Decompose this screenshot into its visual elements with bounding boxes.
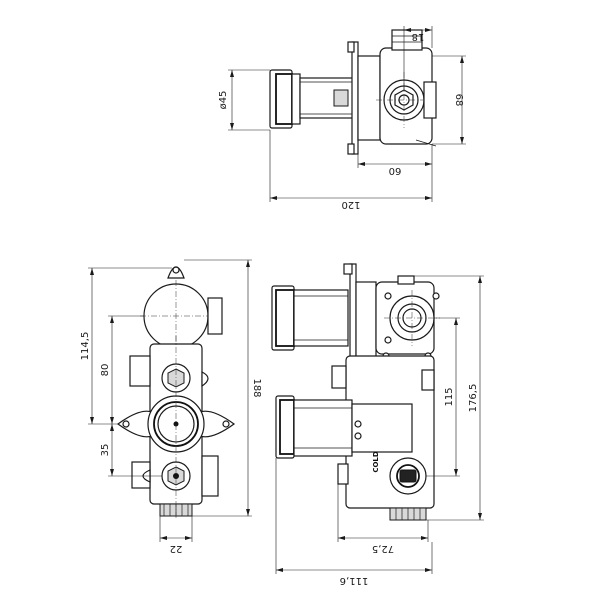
side-view: COLD 115 176,5 72,5 111,6 xyxy=(271,263,484,586)
dim-text-60: 60 xyxy=(389,165,402,176)
dim-text-188: 188 xyxy=(251,378,262,397)
side-mixer-housing xyxy=(351,403,413,453)
dim-text-22: 22 xyxy=(170,543,183,554)
top-view: ø45 68 18 60 120 xyxy=(218,26,466,210)
side-upper-bracket xyxy=(355,281,377,359)
side-lower-handle-cap xyxy=(275,395,295,459)
dim-text-120: 120 xyxy=(341,199,360,210)
side-lower-hex xyxy=(399,469,417,483)
dim-text-115: 115 xyxy=(444,387,455,406)
dim-text-176-5: 176,5 xyxy=(468,384,479,413)
top-handle-collar xyxy=(291,73,301,125)
dim-text-diameter: ø45 xyxy=(218,91,229,110)
top-handle-cap xyxy=(269,69,293,129)
dim-text-111-6: 111,6 xyxy=(340,575,369,586)
top-bracket xyxy=(357,55,381,141)
front-right-port-lower xyxy=(201,455,219,497)
dim-text-80: 80 xyxy=(100,364,111,377)
dim-text-35: 35 xyxy=(100,444,111,457)
dim-text-114-5: 114,5 xyxy=(80,332,91,361)
top-side-outlet xyxy=(423,81,437,119)
cold-label: COLD xyxy=(372,451,380,473)
dim-text-18: 18 xyxy=(412,31,425,42)
side-lower-spindle xyxy=(293,399,353,457)
front-upper-side-port xyxy=(207,297,223,335)
dim-text-72-5: 72,5 xyxy=(372,543,394,554)
dim-text-68: 68 xyxy=(453,94,464,107)
side-left-port-upper xyxy=(331,365,347,389)
top-side-nut xyxy=(333,89,349,107)
side-mounting-flange xyxy=(349,263,357,359)
top-mounting-flange xyxy=(351,41,359,155)
front-view: 114,5 80 35 188 22 xyxy=(80,259,262,554)
front-left-port-upper xyxy=(129,355,151,387)
top-spindle-body xyxy=(299,77,359,119)
side-upper-spindle xyxy=(293,289,349,347)
